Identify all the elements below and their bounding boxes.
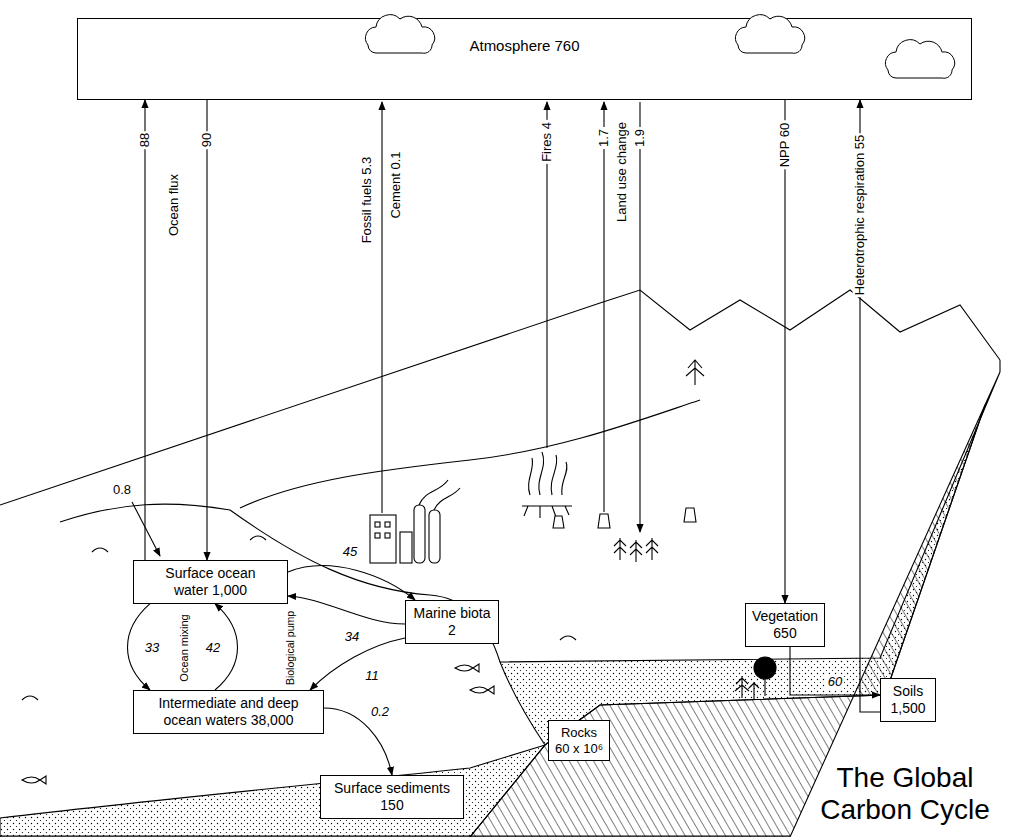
flux-value: NPP 60 <box>778 121 793 170</box>
flux-value: 42 <box>204 641 222 656</box>
pool-label: Rocks 60 x 10⁶ <box>553 725 605 756</box>
flux-arrow <box>144 100 145 560</box>
flux-label: 0.8 <box>111 483 133 498</box>
wave-marks <box>22 536 576 700</box>
block-right-edge <box>999 360 1000 372</box>
ocean-floor-sediment <box>0 745 545 837</box>
cloud-icon <box>365 15 434 54</box>
flux-value: 0.2 <box>369 705 391 720</box>
landscape-block <box>0 102 1000 837</box>
cloud-icon <box>735 15 804 54</box>
flux-arrow <box>310 638 405 690</box>
atmosphere-box: Atmosphere 760 <box>77 18 972 100</box>
horizon-line <box>0 303 600 505</box>
block-bottom <box>0 835 790 836</box>
fire-icon <box>522 452 572 528</box>
mountain-ridge <box>600 290 1000 360</box>
flux-label: Fossil fuels 5.3 <box>360 155 375 246</box>
pool-box: Marine biota 2 <box>405 600 499 644</box>
pool-box: Intermediate and deep ocean waters 38,00… <box>133 690 324 734</box>
cloud-icon <box>885 40 954 79</box>
flux-value: 60 <box>826 675 844 690</box>
river-line <box>240 400 700 508</box>
pool-label: Surface sediments 150 <box>332 780 452 814</box>
flux-value: 11 <box>363 669 381 684</box>
flux-value: 34 <box>343 630 361 645</box>
flux-label: Land use change <box>615 120 630 224</box>
flux-label: Fires 4 <box>540 120 555 164</box>
flux-value: Heterotrophic respiration 55 <box>853 133 868 297</box>
pool-label: Intermediate and deep ocean waters 38,00… <box>152 695 305 729</box>
pool-label: Atmosphere 760 <box>86 37 963 55</box>
coast-line <box>60 504 500 662</box>
flux-label: Ocean flux <box>167 172 182 238</box>
flux-arrow <box>288 596 405 624</box>
pool-label: Vegetation 650 <box>749 608 821 642</box>
flux-arrow <box>784 100 785 603</box>
pool-box: Soils 1,500 <box>880 678 936 722</box>
flux-arrow <box>790 647 880 695</box>
factory-icon <box>370 480 460 563</box>
pool-label: Soils 1,500 <box>885 683 931 717</box>
pool-label: Surface ocean water 1,000 <box>156 565 265 599</box>
flux-arrow <box>288 566 415 600</box>
flux-label: Ocean mixing <box>178 612 191 683</box>
flux-label: Cement 0.1 <box>389 149 404 220</box>
pool-box: Rocks 60 x 10⁶ <box>548 720 610 761</box>
flux-value: 90 <box>200 131 215 149</box>
soil-layer <box>500 372 1000 745</box>
pool-box: Vegetation 650 <box>745 603 825 647</box>
land-use-icons <box>598 508 696 562</box>
flux-label: 1.7 <box>597 127 612 149</box>
pool-label: Marine biota 2 <box>410 605 494 639</box>
flux-value: 45 <box>341 545 359 560</box>
flux-arrow <box>206 100 207 560</box>
flux-arrows <box>132 102 640 556</box>
diagram-title: The Global Carbon Cycle <box>800 762 1010 826</box>
cloud-icons <box>77 18 972 100</box>
fish-icons <box>22 664 494 784</box>
flux-label: Biological pump <box>284 609 296 687</box>
pool-box: Surface sediments 150 <box>320 775 464 819</box>
flux-label: 1.9 <box>633 127 648 149</box>
flux-value: 33 <box>143 641 161 656</box>
tree-icons <box>686 360 776 700</box>
flux-value: 88 <box>138 131 153 149</box>
pool-box: Surface ocean water 1,000 <box>133 560 288 604</box>
